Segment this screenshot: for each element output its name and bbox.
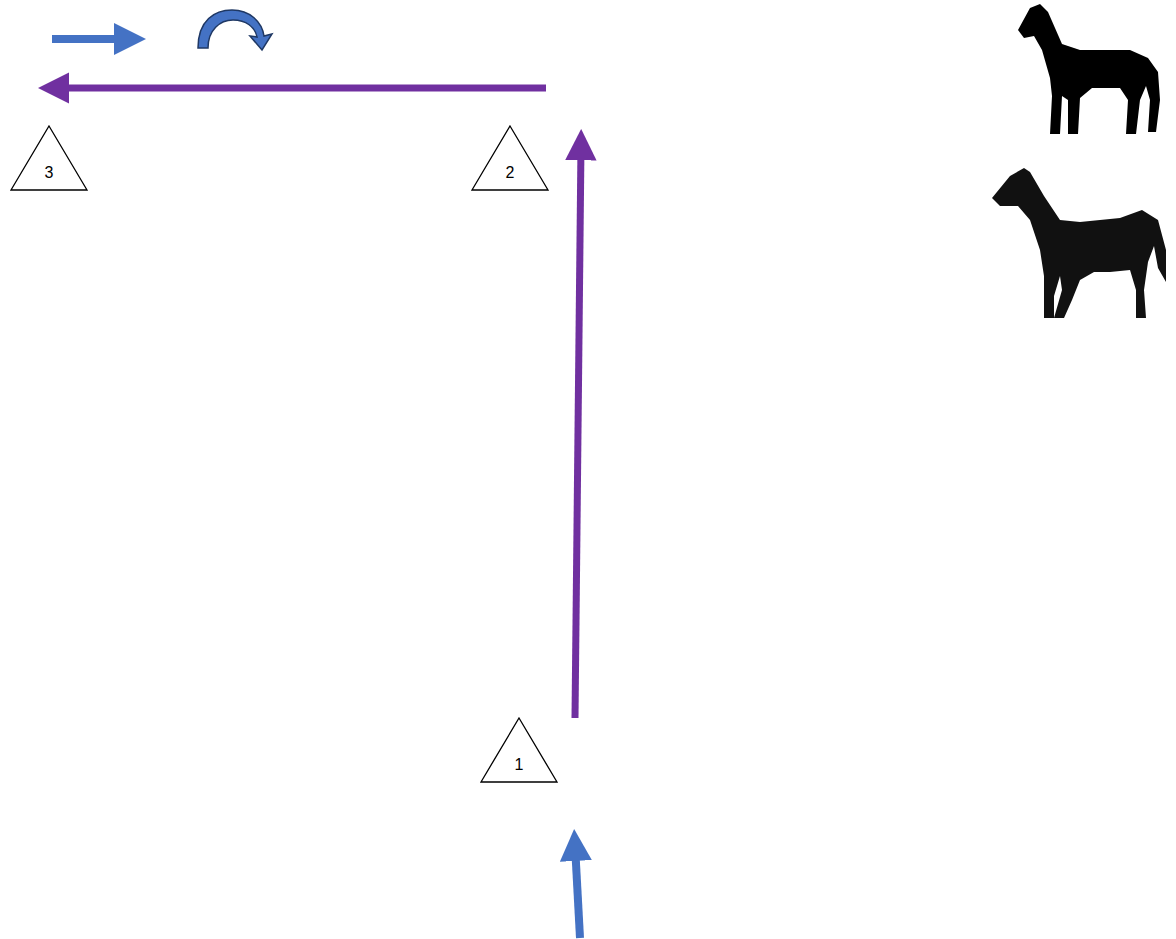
cone-marker: 3 <box>10 125 88 191</box>
cone-marker: 1 <box>480 717 558 783</box>
route-arrow <box>54 85 546 92</box>
cone-triangle <box>10 125 88 191</box>
approach-arrow <box>575 845 580 938</box>
cone-number: 1 <box>515 757 524 783</box>
cone-number: 3 <box>45 165 54 191</box>
cone-triangle <box>480 717 558 783</box>
horse-silhouette <box>1018 4 1160 134</box>
direction-arrow <box>52 35 130 43</box>
cone-triangle <box>471 125 549 191</box>
cone-marker: 2 <box>471 125 549 191</box>
route-arrow <box>575 145 581 718</box>
turn-arrow <box>198 10 272 50</box>
horse-silhouette <box>992 168 1166 318</box>
cone-number: 2 <box>506 165 515 191</box>
